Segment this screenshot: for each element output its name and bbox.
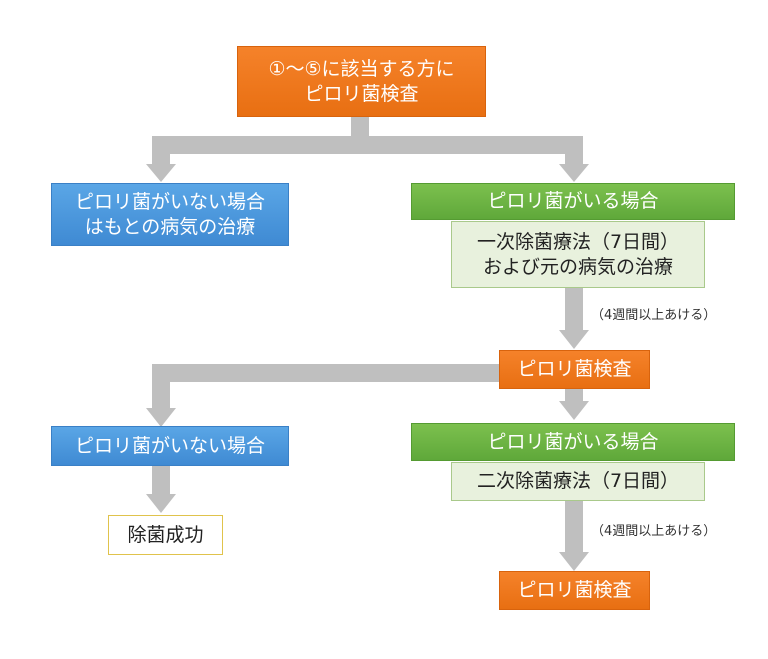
connector-test2-left-bar	[152, 364, 502, 382]
connector-test2-left-drop	[152, 364, 170, 410]
eradication-success-label: 除菌成功	[127, 523, 204, 546]
initial-test-box: ①〜⑤に該当する方に ピロリ菌検査	[237, 46, 486, 117]
second-test-box: ピロリ菌検査	[499, 350, 650, 389]
primary-treatment-box: 一次除菌療法（7日間） および元の病気の治療	[451, 221, 705, 288]
arrowhead-to-positive-1	[559, 164, 589, 182]
arrowhead-to-negative-2	[146, 408, 176, 427]
second-test-label: ピロリ菌検査	[517, 358, 632, 381]
arrowhead-to-test3	[559, 552, 589, 571]
arrowhead-to-success	[146, 494, 176, 513]
third-test-label: ピロリ菌検査	[517, 579, 632, 602]
negative-1-label: ピロリ菌がいない場合 はもとの病気の治療	[74, 190, 265, 238]
secondary-treatment-box: 二次除菌療法（7日間）	[451, 462, 705, 501]
connector-test2-right-drop	[565, 389, 583, 403]
negative-1-box: ピロリ菌がいない場合 はもとの病気の治療	[51, 183, 289, 246]
connector-treatment1-down	[565, 288, 583, 332]
negative-2-box: ピロリ菌がいない場合	[51, 426, 289, 466]
positive-1-label: ピロリ菌がいる場合	[487, 190, 659, 213]
third-test-box: ピロリ菌検査	[499, 571, 650, 610]
connector-treatment2-down	[565, 501, 583, 554]
connector-negative2-down	[152, 466, 170, 496]
connector-top-bar	[152, 136, 583, 154]
connector-left-drop	[152, 136, 170, 166]
positive-2-label: ピロリ菌がいる場合	[487, 430, 659, 453]
wait-note-1: （4週間以上あける）	[591, 308, 717, 323]
arrowhead-to-positive-2	[559, 401, 589, 420]
positive-1-box: ピロリ菌がいる場合	[411, 183, 735, 220]
connector-right-drop	[565, 136, 583, 166]
positive-2-box: ピロリ菌がいる場合	[411, 423, 735, 461]
arrowhead-to-test2	[559, 330, 589, 349]
primary-treatment-label: 一次除菌療法（7日間） および元の病気の治療	[476, 230, 680, 278]
initial-test-label: ①〜⑤に該当する方に ピロリ菌検査	[268, 57, 455, 105]
secondary-treatment-label: 二次除菌療法（7日間）	[476, 470, 680, 493]
arrowhead-to-negative-1	[146, 164, 176, 182]
eradication-success-box: 除菌成功	[108, 515, 223, 555]
negative-2-label: ピロリ菌がいない場合	[74, 434, 265, 457]
wait-note-2: （4週間以上あける）	[591, 524, 717, 539]
